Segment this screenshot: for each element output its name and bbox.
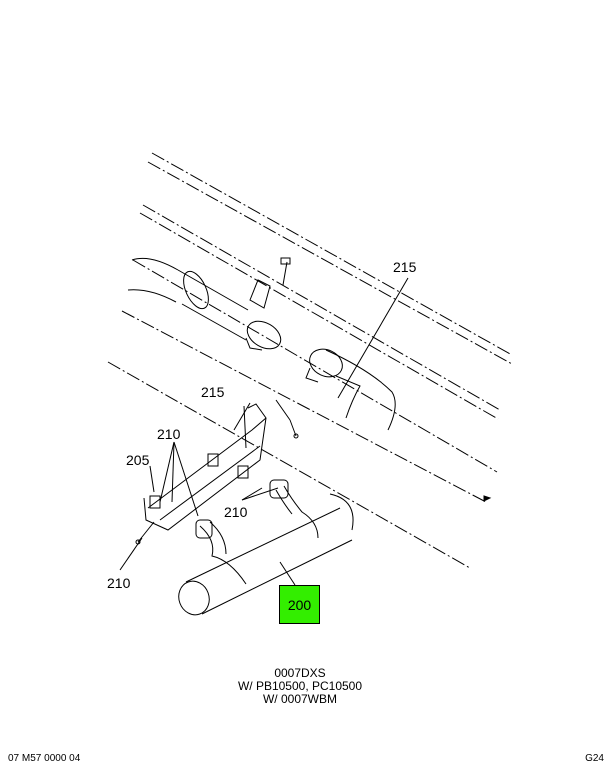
frame-arrow-tip: [483, 495, 492, 502]
callout-200-highlight[interactable]: 200: [279, 585, 320, 624]
exhaust-pipe-upper: [127, 257, 249, 341]
caption-line-1: 0007DXS: [274, 666, 326, 680]
callout-210-right: 210: [224, 504, 248, 520]
footer-sheet-code: G24: [585, 753, 604, 764]
callout-205: 205: [126, 452, 150, 468]
callout-215-top: 215: [393, 259, 417, 275]
frame-rail-upper: [132, 152, 513, 473]
muffler-tube: [178, 493, 354, 616]
callout-210-left: 210: [157, 426, 181, 442]
bolt-left: [135, 521, 155, 545]
mounting-bracket: [143, 399, 299, 531]
footer-drawing-number: 07 M57 0000 04: [8, 753, 81, 764]
frame-rail-lower: [107, 310, 487, 569]
callout-215-mid: 215: [201, 384, 225, 400]
muffler-inlet-clamp: [305, 348, 396, 431]
caption-line-3: W/ 0007WBM: [262, 692, 337, 706]
center-clamp: [245, 257, 291, 351]
drawing-caption: 0007DXS W/ PB10500, PC10500 W/ 0007WBM: [0, 667, 600, 706]
callout-200-label: 200: [287, 596, 312, 613]
caption-line-2: W/ PB10500, PC10500: [237, 679, 363, 693]
strap-hangers: [195, 479, 319, 585]
callout-210-bottom: 210: [107, 575, 131, 591]
